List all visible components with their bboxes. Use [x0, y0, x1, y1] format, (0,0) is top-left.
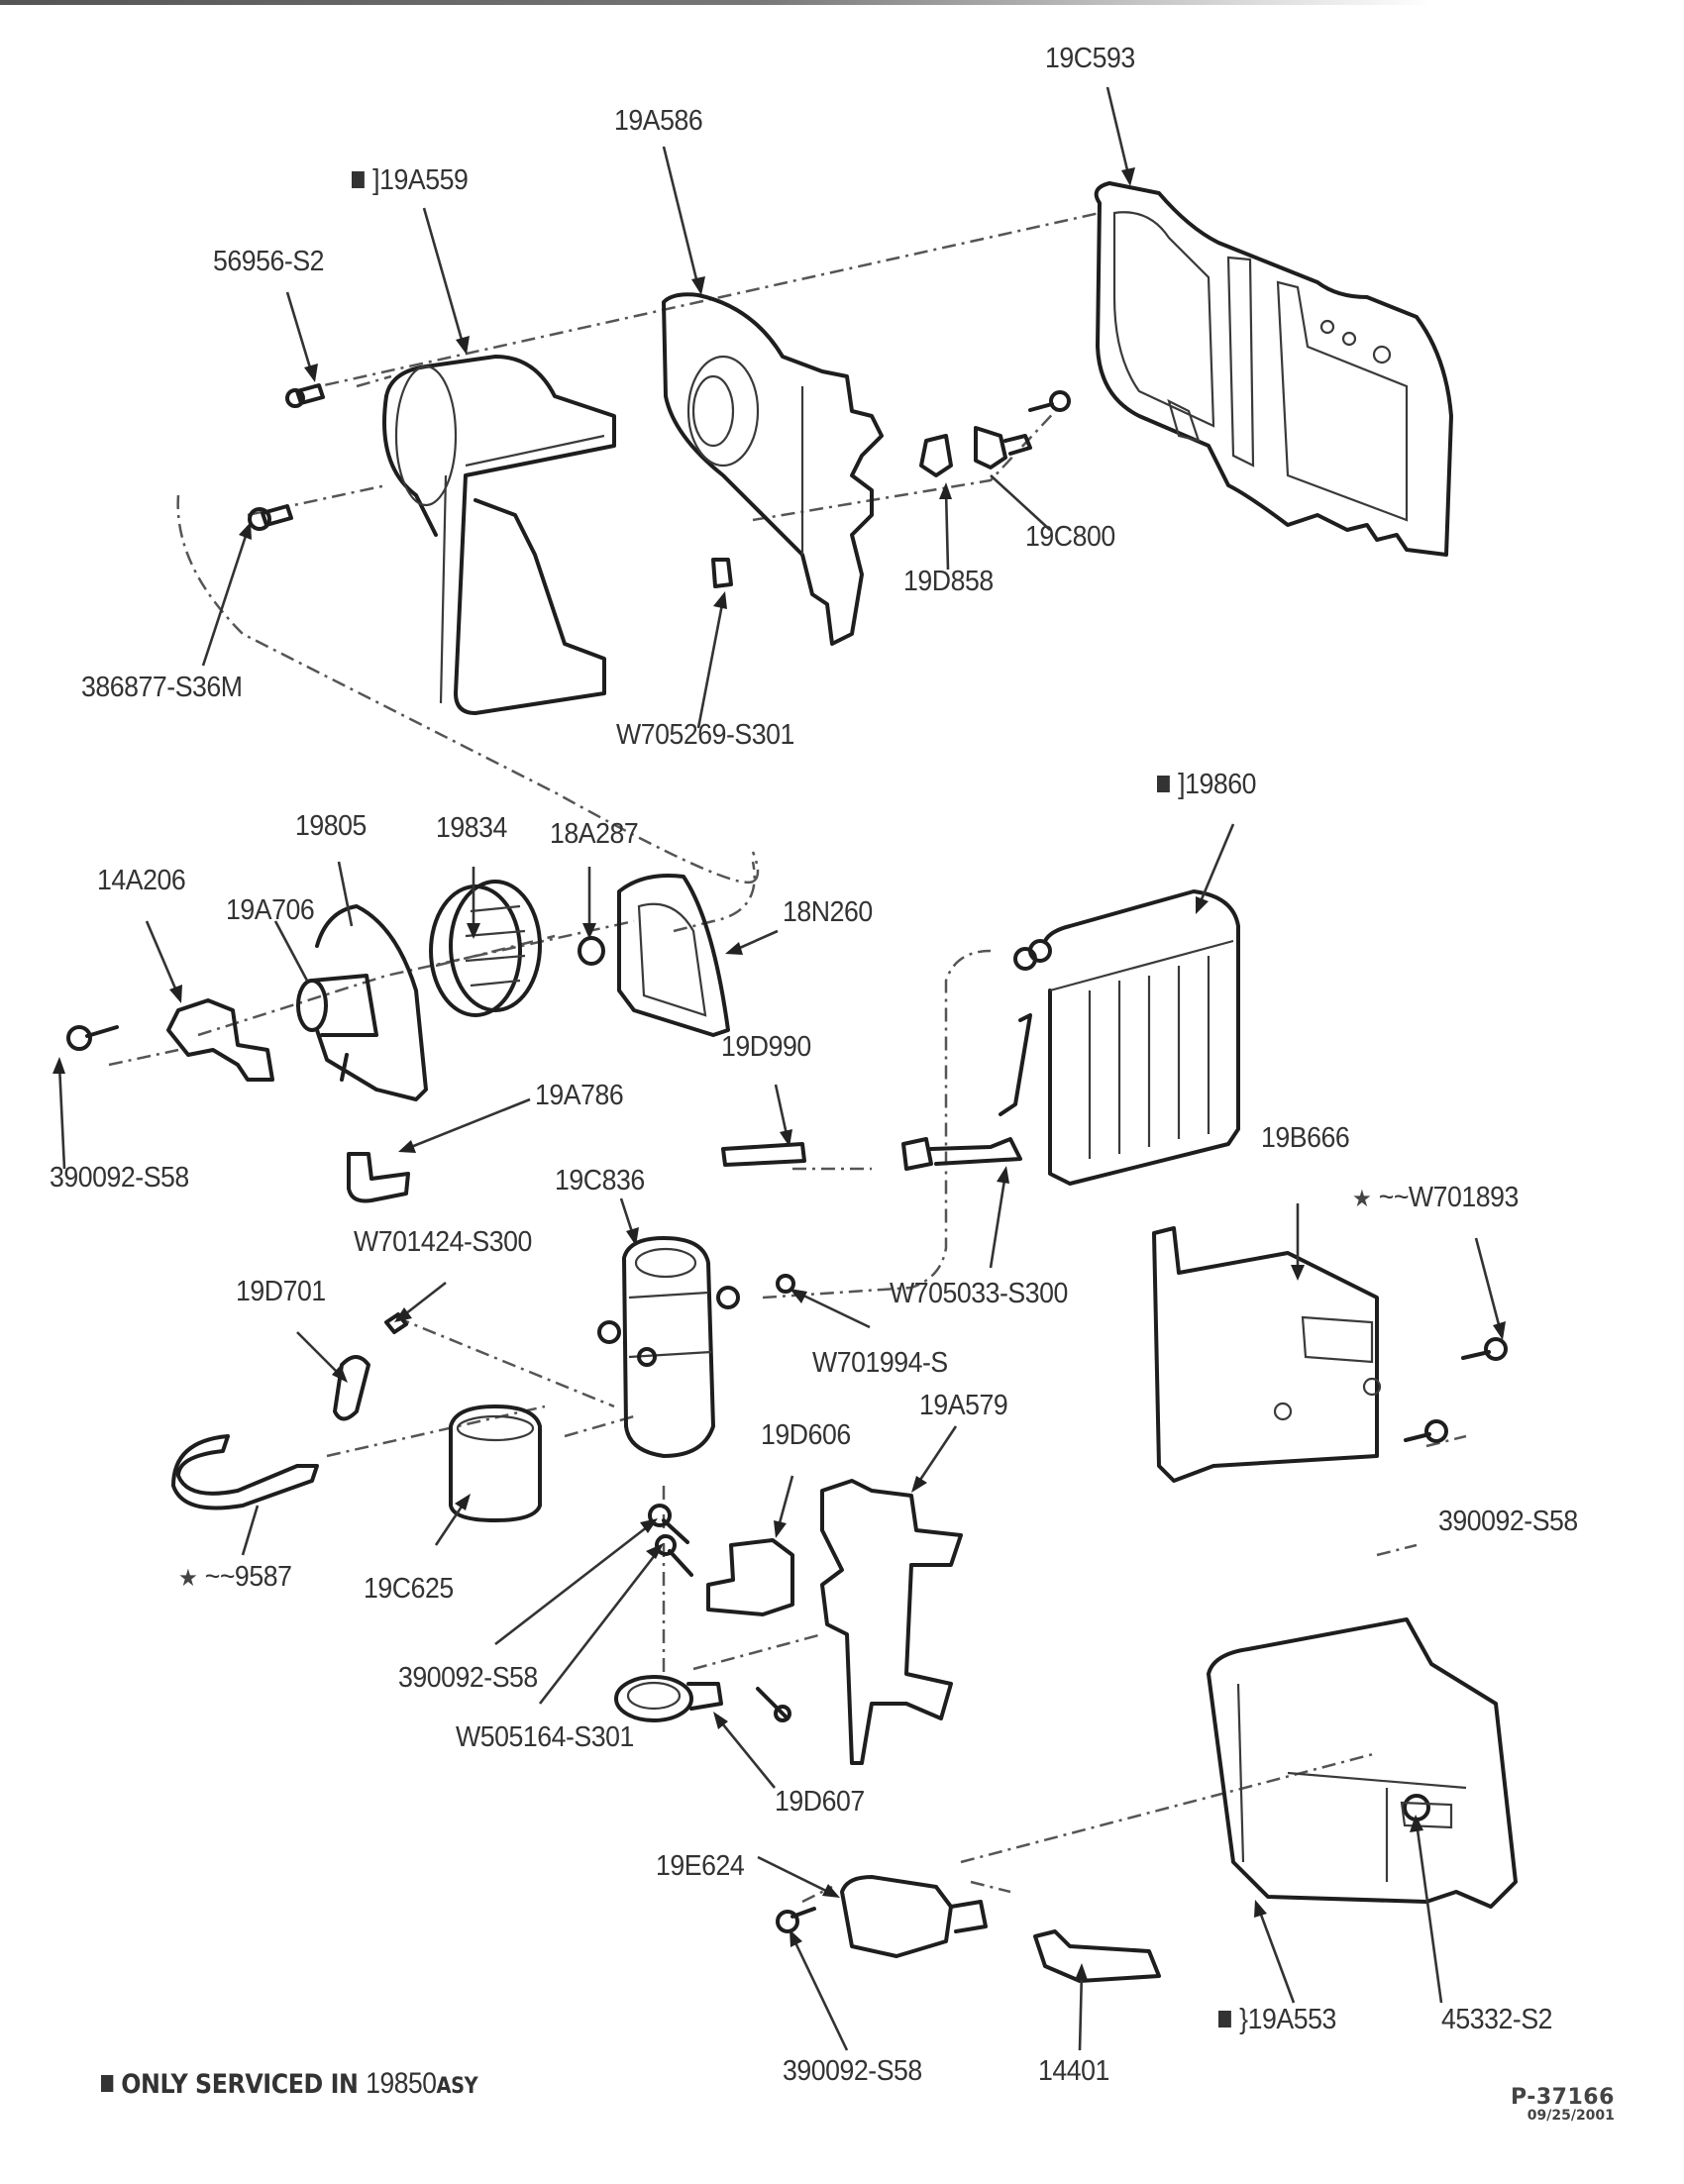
part-19A786-tube — [347, 1152, 410, 1203]
part-19C593-gasket — [1094, 181, 1453, 557]
label-9587: ★~~9587 — [178, 1561, 292, 1593]
label-18A287: 18A287 — [550, 818, 639, 850]
part-19D607-clamp — [614, 1675, 723, 1722]
label-56956-S2: 56956-S2 — [213, 246, 325, 277]
part-19860-evaporator — [999, 889, 1240, 1186]
part-W701424-oring — [384, 1312, 408, 1334]
part-W705269-clip — [711, 558, 733, 588]
label-19C800: 19C800 — [1025, 521, 1115, 553]
figure-reference: P-37166 09/25/2001 — [1511, 2085, 1615, 2124]
label-14A206: 14A206 — [97, 865, 186, 896]
star-icon: ★ — [178, 1565, 198, 1592]
service-marker-icon — [352, 171, 365, 188]
label-W705033-S300: W705033-S300 — [890, 1278, 1068, 1309]
label-19D858: 19D858 — [903, 566, 994, 597]
part-18A287-nut — [578, 936, 605, 966]
label-19A553: }19A553 — [1218, 2006, 1336, 2034]
label-19A586: 19A586 — [614, 105, 703, 137]
label-390092-S58: 390092-S58 — [50, 1162, 189, 1194]
label-text: ]19860 — [1178, 769, 1257, 800]
part-W701994-oring — [776, 1274, 795, 1294]
scan-border — [0, 0, 1684, 5]
label-19A786: 19A786 — [535, 1080, 624, 1111]
label-19C625: 19C625 — [364, 1573, 454, 1605]
part-18N260-seal — [617, 874, 730, 1037]
label-W505164-S301: W505164-S301 — [456, 1721, 634, 1753]
label-18N260: 18N260 — [783, 896, 873, 928]
label-386877-S36M: 386877-S36M — [81, 672, 243, 703]
part-9587-clip — [171, 1434, 319, 1510]
label-19D607: 19D607 — [775, 1786, 865, 1818]
service-marker-icon — [1218, 2011, 1231, 2028]
label-19A579: 19A579 — [919, 1390, 1008, 1421]
label-text: ]19A559 — [372, 164, 469, 196]
part-19805-motor — [296, 904, 428, 1101]
label-W705269-S301: W705269-S301 — [616, 719, 794, 751]
label-390092-S58: 390092-S58 — [783, 2055, 922, 2087]
label-390092-S58: 390092-S58 — [398, 1662, 538, 1694]
part-14A206-bracket — [166, 998, 274, 1082]
label-19860: ]19860 — [1157, 771, 1256, 799]
footnote-part-number: 19850 — [366, 2067, 437, 2100]
label-19D701: 19D701 — [236, 1276, 326, 1307]
part-19A586-plate — [662, 292, 884, 646]
label-19C593: 19C593 — [1045, 43, 1135, 74]
label-19B666: 19B666 — [1261, 1122, 1350, 1154]
label-19805: 19805 — [295, 810, 367, 842]
part-19A553-case — [1207, 1617, 1518, 1909]
star-icon: ★ — [1352, 1186, 1372, 1212]
label-45332-S2: 45332-S2 — [1441, 2004, 1553, 2035]
part-19A579-bracket — [820, 1479, 963, 1765]
label-19D990: 19D990 — [721, 1031, 811, 1063]
part-19C625-sleeve — [449, 1404, 542, 1522]
part-19D606-bracket — [706, 1538, 794, 1616]
label-text: ~~9587 — [204, 1561, 292, 1593]
label-19A559: ]19A559 — [352, 164, 469, 196]
part-19D858-19C800 — [919, 426, 1032, 477]
leader-lines — [53, 86, 1506, 2051]
label-390092-S58: 390092-S58 — [1438, 1506, 1578, 1537]
part-19C836-accumulator — [597, 1236, 740, 1458]
label-W701994-S: W701994-S — [812, 1347, 948, 1379]
part-19D990-pin — [721, 1137, 1022, 1171]
service-marker-icon — [1157, 776, 1170, 792]
label-19834: 19834 — [436, 812, 507, 844]
part-screws — [66, 383, 1508, 1933]
part-19834-wheel — [429, 880, 542, 1017]
figure-code: P-37166 — [1511, 2085, 1615, 2110]
part-19B666-bracket — [1152, 1226, 1382, 1483]
label-W701424-S300: W701424-S300 — [354, 1226, 532, 1258]
label-text: }19A553 — [1239, 2004, 1336, 2035]
label-14401: 14401 — [1038, 2055, 1109, 2087]
assembly-lines — [108, 211, 1467, 1904]
service-footnote: ONLY SERVICED IN 19850ASY — [101, 2067, 478, 2101]
label-19C836: 19C836 — [555, 1165, 645, 1196]
part-19E624-actuator — [840, 1875, 988, 1958]
part-19A559-housing — [382, 355, 616, 715]
footnote-text: ONLY SERVICED IN — [121, 2069, 359, 2100]
label-19E624: 19E624 — [656, 1850, 745, 1882]
label-text: ~~W701893 — [1378, 1182, 1520, 1213]
label-19D606: 19D606 — [761, 1419, 851, 1451]
label-W701893: ★~~W701893 — [1352, 1184, 1519, 1212]
footnote-suffix: ASY — [436, 2074, 478, 2099]
label-19A706: 19A706 — [226, 894, 315, 926]
service-marker-icon — [101, 2075, 114, 2092]
part-14401-harness — [1033, 1929, 1161, 1983]
figure-date: 09/25/2001 — [1526, 2108, 1615, 2124]
part-19D701-switch — [333, 1355, 370, 1421]
